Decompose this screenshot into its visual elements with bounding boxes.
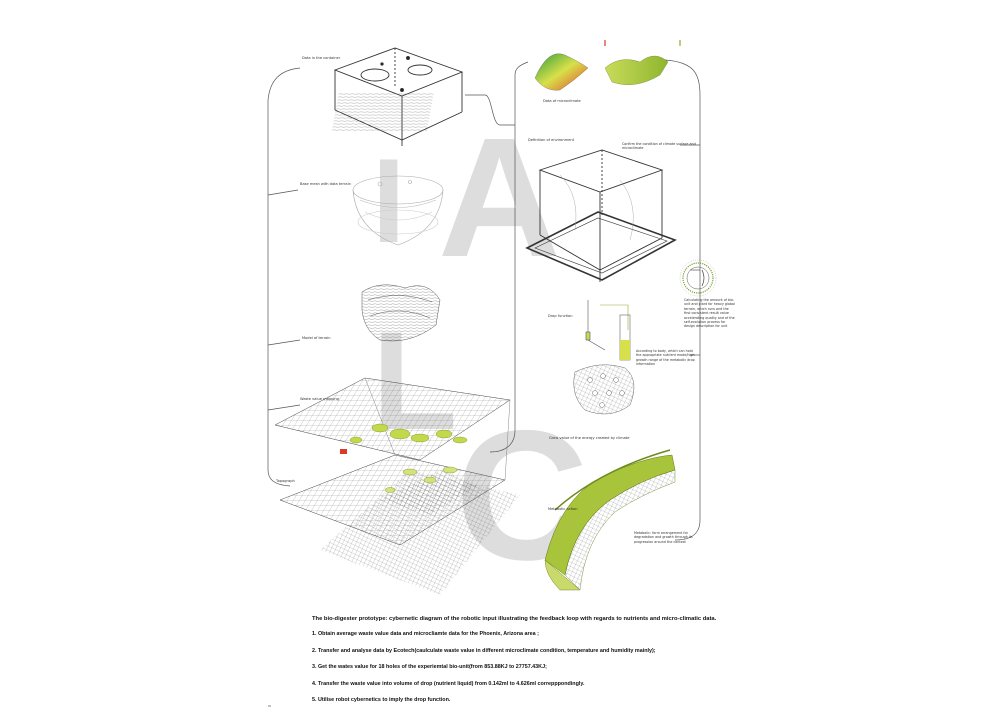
- label-drop-function: Drop function: [548, 314, 573, 318]
- note-drop: According to body, which can hold the ap…: [636, 349, 695, 367]
- microclimate-surface-left: [534, 53, 589, 91]
- ring-diagram: [679, 259, 717, 297]
- note-metabolic: Metabolic: form arrangement for degradat…: [634, 531, 693, 544]
- red-marker: [340, 449, 347, 454]
- caption-block: The bio-digester prototype: cybernetic d…: [312, 616, 752, 714]
- label-topograph: Topograph: [276, 479, 295, 483]
- caption-step: 1. Obtain average waste value data and m…: [312, 631, 539, 637]
- caption-step: 4. Transfer the waste value into volume …: [312, 680, 585, 687]
- terrain-model: [361, 284, 441, 342]
- caption-step: 2. Transfer and analyse data by Ecotech(…: [312, 647, 656, 654]
- caption-step: 5. Utilise robot cybernetics to imply th…: [312, 697, 451, 703]
- label-data-container: Data in the container: [302, 56, 341, 60]
- left-feedback-connector: [267, 67, 301, 487]
- label-base-mesh: Base mesh with data terrain: [300, 182, 351, 186]
- label-waste-mapping: Waste value mapping: [300, 397, 339, 401]
- label-definition-environment: Definition of environment: [528, 138, 575, 142]
- label-value-surface: Grow value of the energy created by clim…: [549, 436, 630, 440]
- microclimate-surface-right: [604, 40, 681, 85]
- honeycomb-surface: [573, 364, 635, 415]
- note-ring: Calculating the amount of bio-unit and p…: [684, 298, 735, 329]
- waste-value-blobs: [349, 423, 468, 493]
- right-feedback-connector: [465, 59, 701, 541]
- caption-step: 3. Get the wates value for 18 holes of t…: [312, 664, 547, 670]
- drop-function-apparatus: [585, 300, 631, 361]
- caption-title: The bio-digester prototype: cybernetic d…: [312, 616, 717, 622]
- metabolic-action-structure: [544, 449, 676, 591]
- label-model-terrain: Model of terrain: [302, 336, 331, 340]
- label-metabolic-action: Metabolic action: [548, 507, 578, 511]
- note-surface: Confirm the condition of climate surface…: [622, 142, 696, 151]
- label-data-microclimate: Data of microclimate: [543, 99, 581, 103]
- watermark-letter-i: I: [372, 134, 406, 268]
- base-mesh-model: [352, 175, 444, 246]
- environment-cube: [525, 149, 677, 282]
- data-container-model: [331, 47, 464, 146]
- topograph-mesh: [274, 377, 520, 595]
